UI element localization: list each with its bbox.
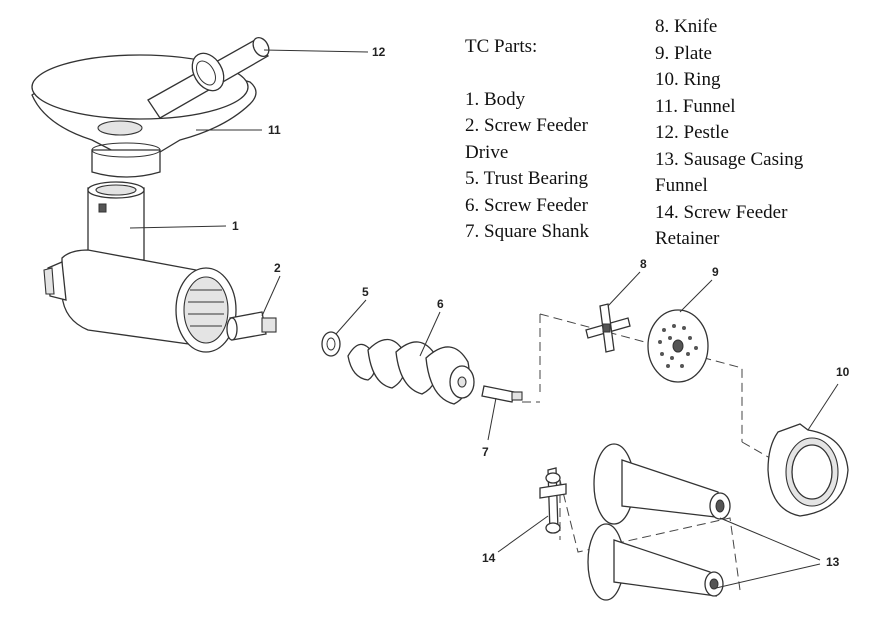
screw-feeder-drive-part: [226, 311, 277, 341]
callout-14: 14: [482, 551, 496, 565]
legend-item: 7. Square Shank: [465, 221, 590, 242]
legend-item: 9. Plate: [655, 42, 712, 64]
legend-item: 10. Ring: [655, 69, 721, 90]
callout-13: 13: [826, 555, 840, 569]
plate-part: [647, 309, 709, 383]
body-part: [43, 181, 237, 353]
legend-title: TC Parts:: [465, 36, 538, 57]
sausage-casing-funnel-lower-part: [587, 523, 724, 601]
pestle-part: [147, 37, 270, 119]
legend-item: 2. Screw Feeder: [465, 115, 588, 136]
assembly-guide-lines: [522, 313, 771, 591]
legend-item: 6. Screw Feeder: [465, 194, 588, 216]
knife-part: [585, 303, 631, 353]
legend-item: 13. Sausage Casing: [655, 148, 804, 170]
legend-item: 5. Trust Bearing: [465, 168, 588, 189]
trust-bearing-part: [321, 331, 341, 357]
screw-feeder-part: [347, 338, 475, 405]
legend-item: 1. Body: [465, 88, 526, 110]
callout-12: 12: [372, 45, 386, 59]
callout-leader-lines: [129, 49, 839, 589]
legend-item: 12. Pestle: [655, 122, 729, 143]
callout-11: 11: [268, 123, 281, 137]
callout-5: 5: [362, 285, 369, 299]
legend-left-column: TC Parts: 1. Body 2. Screw Feeder Drive …: [465, 34, 589, 246]
callout-6: 6: [437, 297, 444, 311]
legend-item: Retainer: [655, 228, 720, 249]
legend-item: Funnel: [655, 175, 708, 196]
sausage-casing-funnel-upper-part: [593, 443, 731, 525]
callout-1: 1: [232, 219, 239, 233]
ring-part: [767, 423, 849, 517]
square-shank-part: [481, 385, 523, 403]
legend-item: Drive: [465, 141, 509, 163]
callout-7: 7: [482, 445, 489, 459]
callout-10: 10: [836, 365, 850, 379]
legend-item: 8. Knife: [655, 16, 718, 37]
legend-right-column: 8. Knife 9. Plate 10. Ring 11. Funnel 12…: [655, 14, 803, 253]
screw-feeder-retainer-part: [539, 467, 567, 534]
legend-item: 11. Funnel: [655, 95, 736, 117]
callout-8: 8: [640, 257, 647, 271]
callout-9: 9: [712, 265, 719, 279]
legend-item: 14. Screw Feeder: [655, 201, 788, 223]
callout-2: 2: [274, 261, 281, 275]
